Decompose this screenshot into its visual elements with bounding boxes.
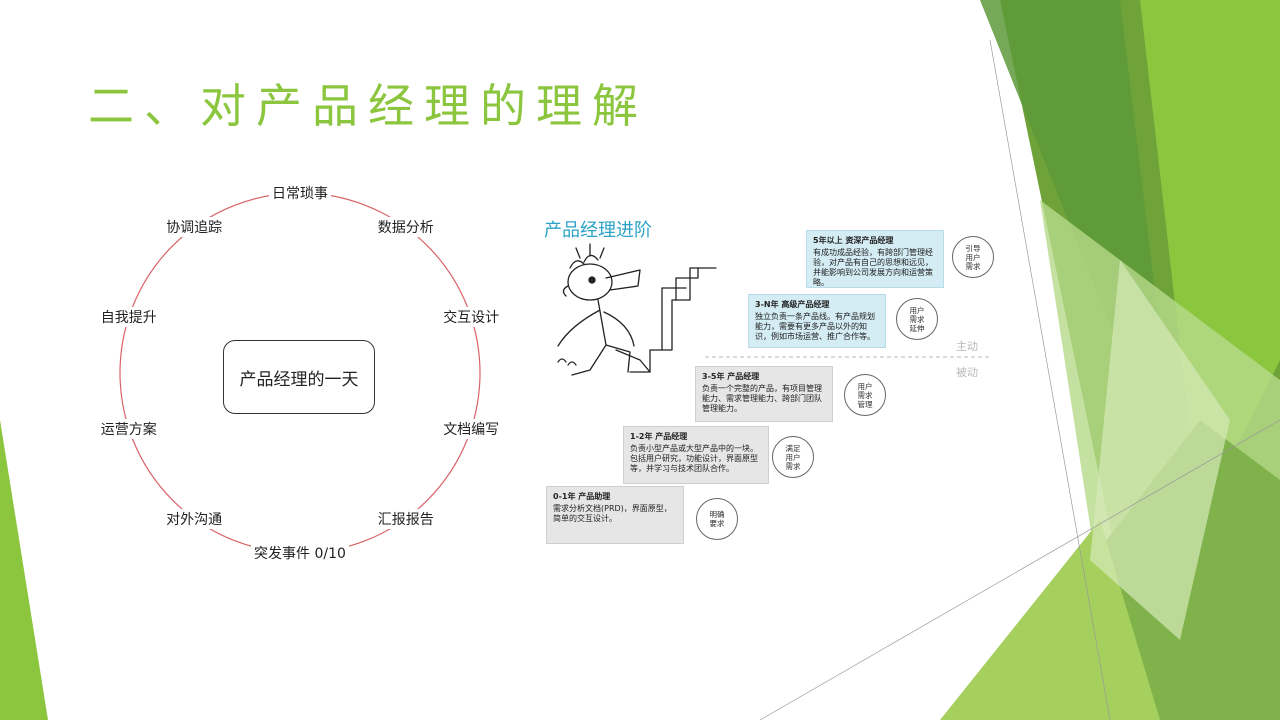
- step-heading: 5年以上 资深产品经理: [813, 236, 894, 245]
- step-card: 3-N年 高级产品经理独立负责一条产品线。有产品规划能力，需要有更多产品以外的知…: [748, 294, 886, 348]
- cycle-item: 交互设计: [440, 307, 503, 328]
- step-badge: 明确 要求: [696, 498, 738, 540]
- step-description: 独立负责一条产品线。有产品规划能力，需要有更多产品以外的知识，例如市场运营、推广…: [755, 312, 875, 341]
- step-heading: 3-5年 产品经理: [702, 372, 760, 381]
- step-card: 1-2年 产品经理负责小型产品或大型产品中的一块。包括用户研究，功能设计，界面原…: [623, 426, 769, 484]
- step-card: 5年以上 资深产品经理有成功成品经验，有跨部门管理经验，对产品有自己的思想和远见…: [806, 230, 944, 288]
- step-badge: 用户 需求 管理: [844, 374, 886, 416]
- cycle-item: 汇报报告: [374, 508, 437, 529]
- step-heading: 0-1年 产品助理: [553, 492, 611, 501]
- step-badge: 满足 用户 需求: [772, 436, 814, 478]
- progression-title: 产品经理进阶: [544, 220, 652, 241]
- slide-title: 二、对产品经理的理解: [88, 79, 648, 133]
- cycle-item: 运营方案: [97, 418, 160, 439]
- cycle-item: 数据分析: [374, 217, 437, 238]
- step-description: 需求分析文档(PRD)，界面原型，简单的交互设计。: [553, 504, 672, 523]
- passive-label: 被动: [956, 366, 978, 379]
- cycle-item: 日常琐事: [269, 183, 331, 203]
- step-badge: 引导 用户 需求: [952, 236, 994, 278]
- center-label: 产品经理的一天: [239, 369, 359, 390]
- step-card: 3-5年 产品经理负责一个完整的产品，有项目管理能力、需求管理能力、跨部门团队管…: [695, 366, 833, 422]
- cycle-item: 自我提升: [97, 307, 160, 328]
- cycle-item: 对外沟通: [163, 508, 226, 529]
- step-description: 负责小型产品或大型产品中的一块。包括用户研究，功能设计，界面原型等，并学习与技术…: [630, 444, 758, 473]
- step-badge: 用户 需求 延伸: [896, 298, 938, 340]
- center-box: 产品经理的一天: [223, 340, 375, 414]
- step-heading: 1-2年 产品经理: [630, 432, 688, 441]
- cycle-item: 突发事件 0/10: [251, 543, 349, 563]
- active-label: 主动: [956, 340, 978, 353]
- cycle-item: 协调追踪: [163, 217, 226, 238]
- step-heading: 3-N年 高级产品经理: [755, 300, 830, 309]
- step-description: 有成功成品经验，有跨部门管理经验，对产品有自己的思想和远见，并能影响到公司发展方…: [813, 248, 933, 287]
- step-card: 0-1年 产品助理需求分析文档(PRD)，界面原型，简单的交互设计。: [546, 486, 684, 544]
- cycle-item: 文档编写: [440, 418, 503, 439]
- step-description: 负责一个完整的产品，有项目管理能力、需求管理能力、跨部门团队管理能力。: [702, 384, 822, 413]
